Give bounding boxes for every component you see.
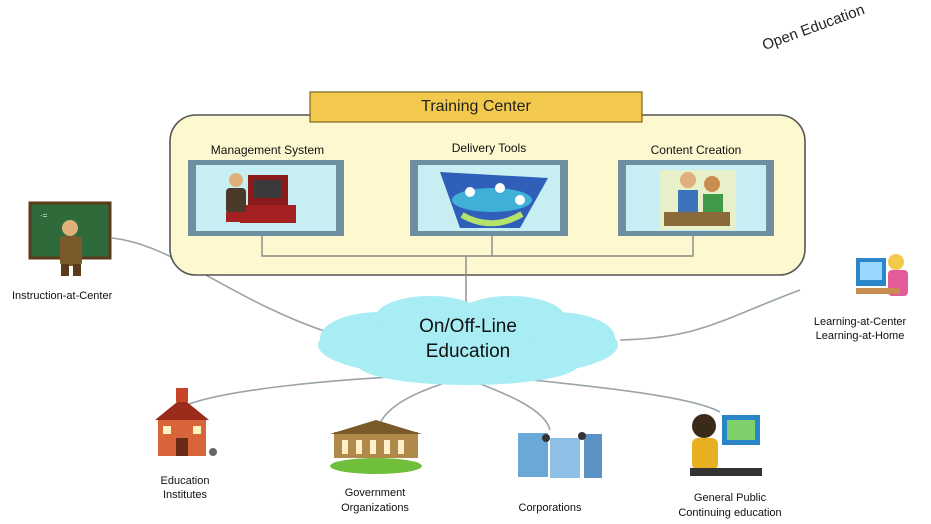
person-at-computer-icon xyxy=(690,414,762,476)
bottom-node-label-education-line2: Institutes xyxy=(162,489,208,501)
bottom-node-label-corporations: Corporations xyxy=(518,502,582,514)
government-building-icon xyxy=(330,420,422,474)
bottom-node-label-education-line1: Education xyxy=(160,475,210,487)
panel-label-delivery: Delivery Tools xyxy=(451,141,527,155)
training-center-title-bar xyxy=(309,91,643,123)
hub-cloud xyxy=(318,296,618,385)
schoolhouse-icon xyxy=(155,388,217,456)
corporate-buildings-icon xyxy=(518,432,602,478)
right-node-label-line1: Learning-at-Center xyxy=(813,316,907,328)
hub-title-line2: Education xyxy=(425,341,511,362)
left-node-label: Instruction-at-Center xyxy=(12,290,113,302)
students-at-computer-icon xyxy=(660,170,736,230)
connector-government xyxy=(377,379,456,429)
panel-label-management: Management System xyxy=(210,143,325,157)
bottom-node-label-general-line2: Continuing education xyxy=(678,507,782,519)
svg-text:·=: ·= xyxy=(40,211,48,220)
learner-at-computer-icon xyxy=(856,254,908,296)
bottom-node-label-government-line2: Organizations xyxy=(341,502,409,514)
training-center-title: Training Center xyxy=(421,98,531,115)
teacher-blackboard-icon: ·= xyxy=(28,201,112,276)
bottom-node-label-government-line1: Government xyxy=(344,487,406,499)
hub-title-line1: On/Off-Line xyxy=(419,316,517,337)
right-node-label-line2: Learning-at-Home xyxy=(815,330,905,342)
connector-right xyxy=(619,289,801,341)
connector-corporations xyxy=(469,379,551,431)
panel-label-content: Content Creation xyxy=(650,143,742,157)
office-worker-computer-icon xyxy=(226,173,296,223)
network-delivery-icon xyxy=(440,172,548,228)
bottom-node-label-general-line1: General Public xyxy=(693,492,767,504)
